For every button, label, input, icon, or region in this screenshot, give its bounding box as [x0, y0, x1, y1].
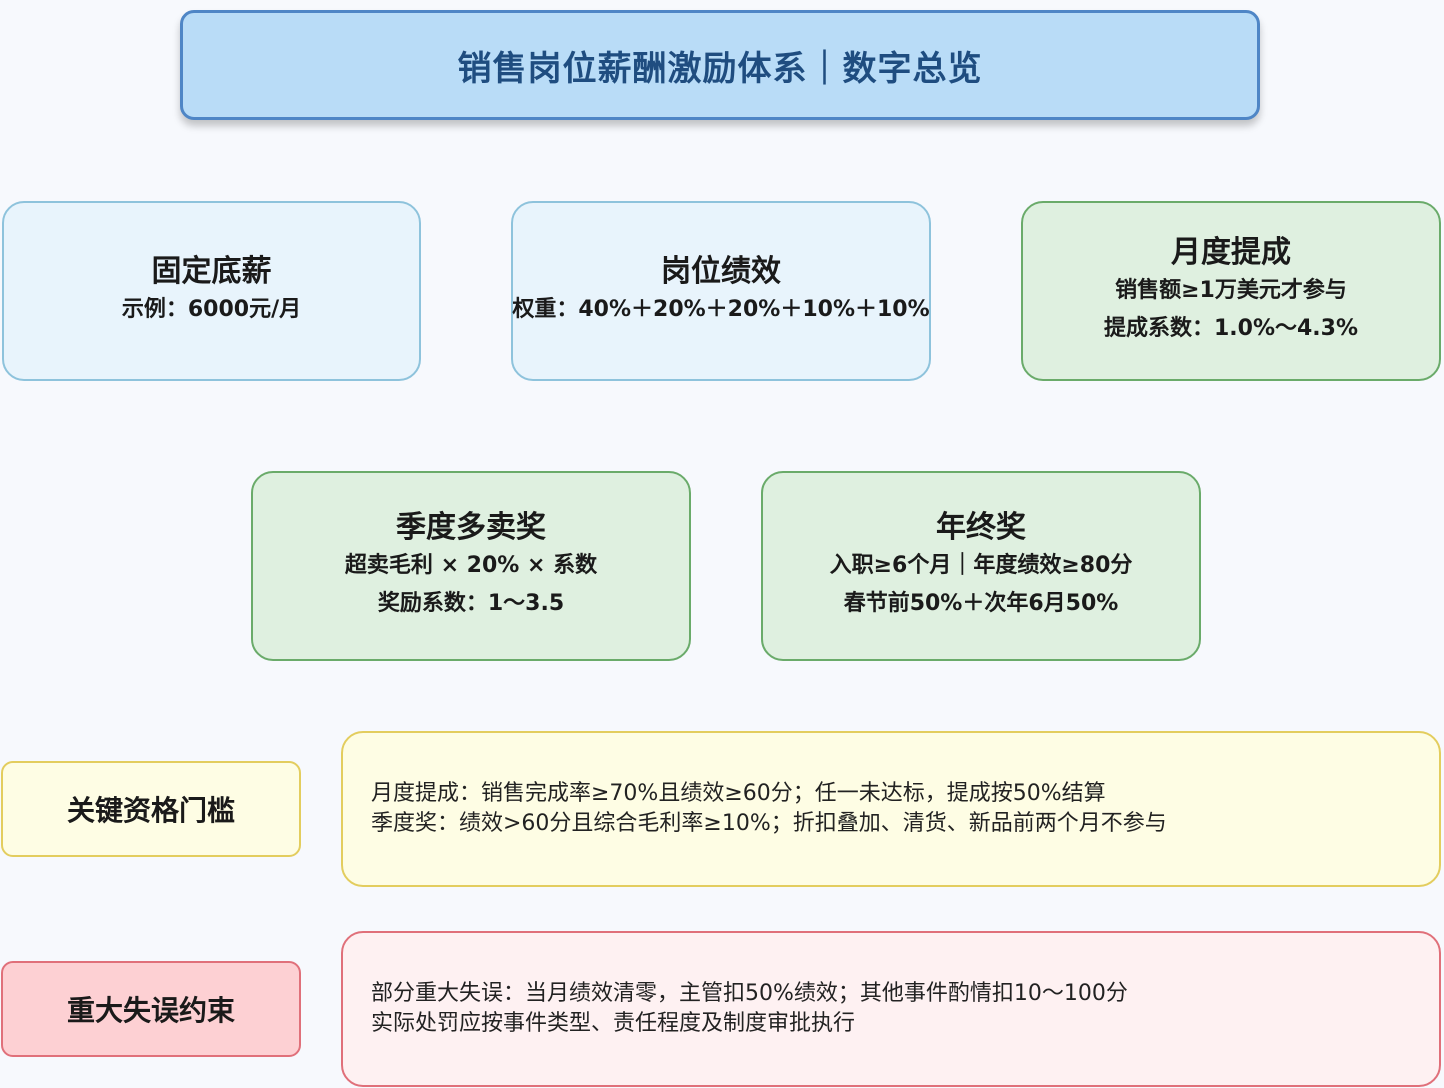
fixed-salary-example: 示例：6000元/月 — [121, 297, 302, 322]
qualification-monthly-rule: 月度提成：销售完成率≥70%且绩效≥60分；任一未达标，提成按50%结算 — [371, 781, 1106, 806]
page-title: 销售岗位薪酬激励体系｜数字总览 — [457, 48, 983, 89]
qualification-label-box: 关键资格门槛 — [1, 761, 301, 857]
fixed-salary-card: 固定底薪 示例：6000元/月 — [2, 201, 421, 381]
annual-bonus-card: 年终奖 入职≥6个月｜年度绩效≥80分 春节前50%＋次年6月50% — [761, 471, 1201, 661]
qualification-label: 关键资格门槛 — [66, 794, 235, 827]
position-performance-card: 岗位绩效 权重：40%＋20%＋20%＋10%＋10% — [511, 201, 931, 381]
major-error-label-box: 重大失误约束 — [1, 961, 301, 1057]
major-error-penalty-rule: 部分重大失误：当月绩效清零，主管扣50%绩效；其他事件酌情扣10～100分 — [371, 981, 1128, 1006]
fixed-salary-title: 固定底薪 — [151, 254, 272, 289]
quarterly-bonus-coefficient: 奖励系数：1～3.5 — [377, 591, 565, 616]
quarterly-bonus-card: 季度多卖奖 超卖毛利 × 20% × 系数 奖励系数：1～3.5 — [251, 471, 691, 661]
monthly-commission-title: 月度提成 — [1171, 235, 1291, 270]
qualification-quarterly-rule: 季度奖：绩效>60分且综合毛利率≥10%；折扣叠加、清货、新品前两个月不参与 — [371, 811, 1167, 836]
quarterly-bonus-title: 季度多卖奖 — [396, 510, 546, 545]
quarterly-bonus-formula: 超卖毛利 × 20% × 系数 — [344, 553, 598, 578]
monthly-commission-card: 月度提成 销售额≥1万美元才参与 提成系数：1.0%～4.3% — [1021, 201, 1441, 381]
title-banner: 销售岗位薪酬激励体系｜数字总览 — [180, 10, 1260, 120]
position-performance-title: 岗位绩效 — [661, 254, 781, 289]
major-error-detail-box: 部分重大失误：当月绩效清零，主管扣50%绩效；其他事件酌情扣10～100分 实际… — [341, 931, 1441, 1087]
annual-bonus-payment: 春节前50%＋次年6月50% — [843, 591, 1119, 616]
qualification-detail-box: 月度提成：销售完成率≥70%且绩效≥60分；任一未达标，提成按50%结算 季度奖… — [341, 731, 1441, 887]
annual-bonus-title: 年终奖 — [936, 510, 1026, 545]
major-error-execution-note: 实际处罚应按事件类型、责任程度及制度审批执行 — [371, 1011, 856, 1036]
major-error-label: 重大失误约束 — [66, 994, 235, 1027]
annual-bonus-eligibility: 入职≥6个月｜年度绩效≥80分 — [829, 553, 1133, 578]
monthly-commission-rate: 提成系数：1.0%～4.3% — [1103, 316, 1359, 341]
position-performance-weights: 权重：40%＋20%＋20%＋10%＋10% — [512, 297, 930, 322]
monthly-commission-threshold: 销售额≥1万美元才参与 — [1115, 278, 1347, 303]
